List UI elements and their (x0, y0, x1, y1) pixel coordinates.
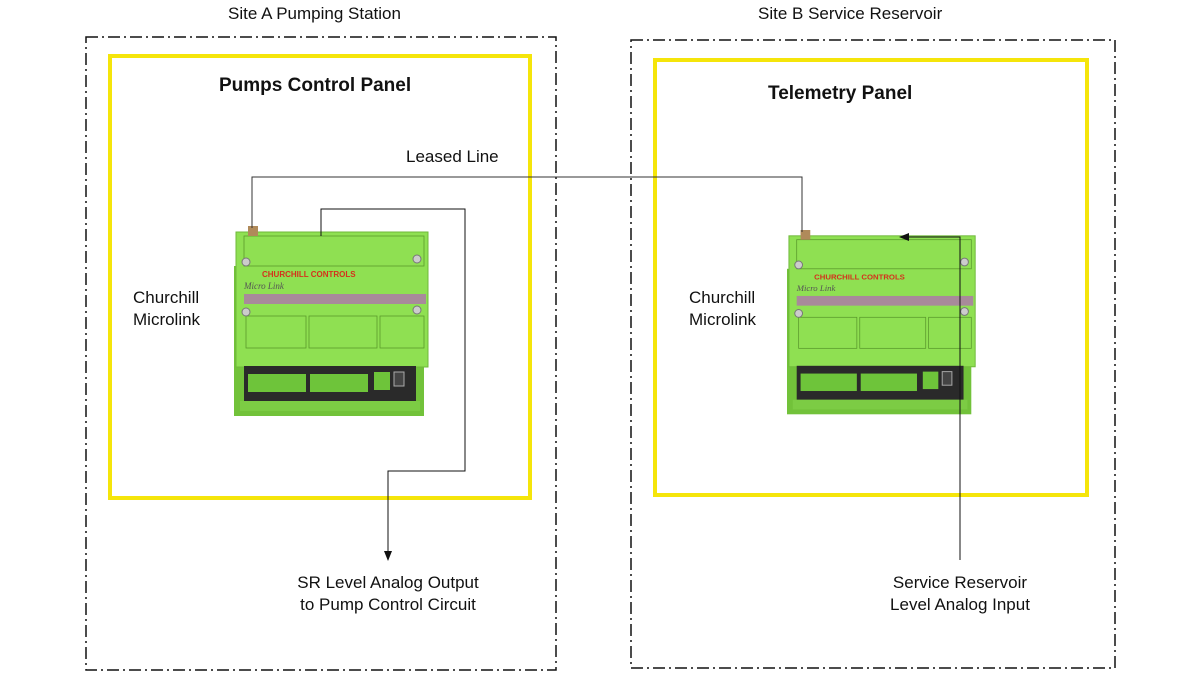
device-a-brand: CHURCHILL CONTROLS (262, 270, 356, 279)
microlink-device-b: CHURCHILL CONTROLS Micro Link (786, 229, 976, 415)
pumps-control-panel-title: Pumps Control Panel (219, 75, 412, 96)
site-b-boundary (630, 39, 1116, 669)
device-a-label: Churchill Microlink (133, 287, 200, 331)
analog-input-wire (899, 233, 961, 560)
telemetry-panel-border (653, 58, 1089, 497)
analog-input-line1: Service Reservoir (892, 573, 1028, 592)
analog-input-label: Service Reservoir Level Analog Input (870, 572, 1050, 616)
site-b-title: Site B Service Reservoir (758, 4, 943, 23)
analog-output-label: SR Level Analog Output to Pump Control C… (286, 572, 490, 616)
leased-line-wire (251, 176, 803, 232)
telemetry-panel-title: Telemetry Panel (768, 83, 913, 104)
device-b-label-line2: Microlink (689, 310, 757, 329)
analog-output-line1: SR Level Analog Output (297, 573, 479, 592)
analog-input-line2: Level Analog Input (890, 595, 1030, 614)
device-b-label-line1: Churchill (689, 288, 756, 307)
device-a-label-line1: Churchill (133, 288, 200, 307)
device-b-brand: CHURCHILL CONTROLS (814, 272, 905, 281)
site-a-boundary (85, 36, 557, 671)
leased-line-label: Leased Line (406, 147, 499, 166)
device-a-label-line2: Microlink (133, 310, 201, 329)
device-a-model: Micro Link (243, 281, 285, 291)
analog-output-wire (320, 208, 466, 561)
site-a-title: Site A Pumping Station (228, 4, 401, 23)
device-b-label: Churchill Microlink (689, 287, 756, 331)
microlink-device-a: CHURCHILL CONTROLS Micro Link (233, 225, 429, 417)
analog-output-line2: to Pump Control Circuit (300, 595, 476, 614)
pumps-control-panel-border (108, 54, 532, 500)
device-b-model: Micro Link (796, 283, 836, 293)
